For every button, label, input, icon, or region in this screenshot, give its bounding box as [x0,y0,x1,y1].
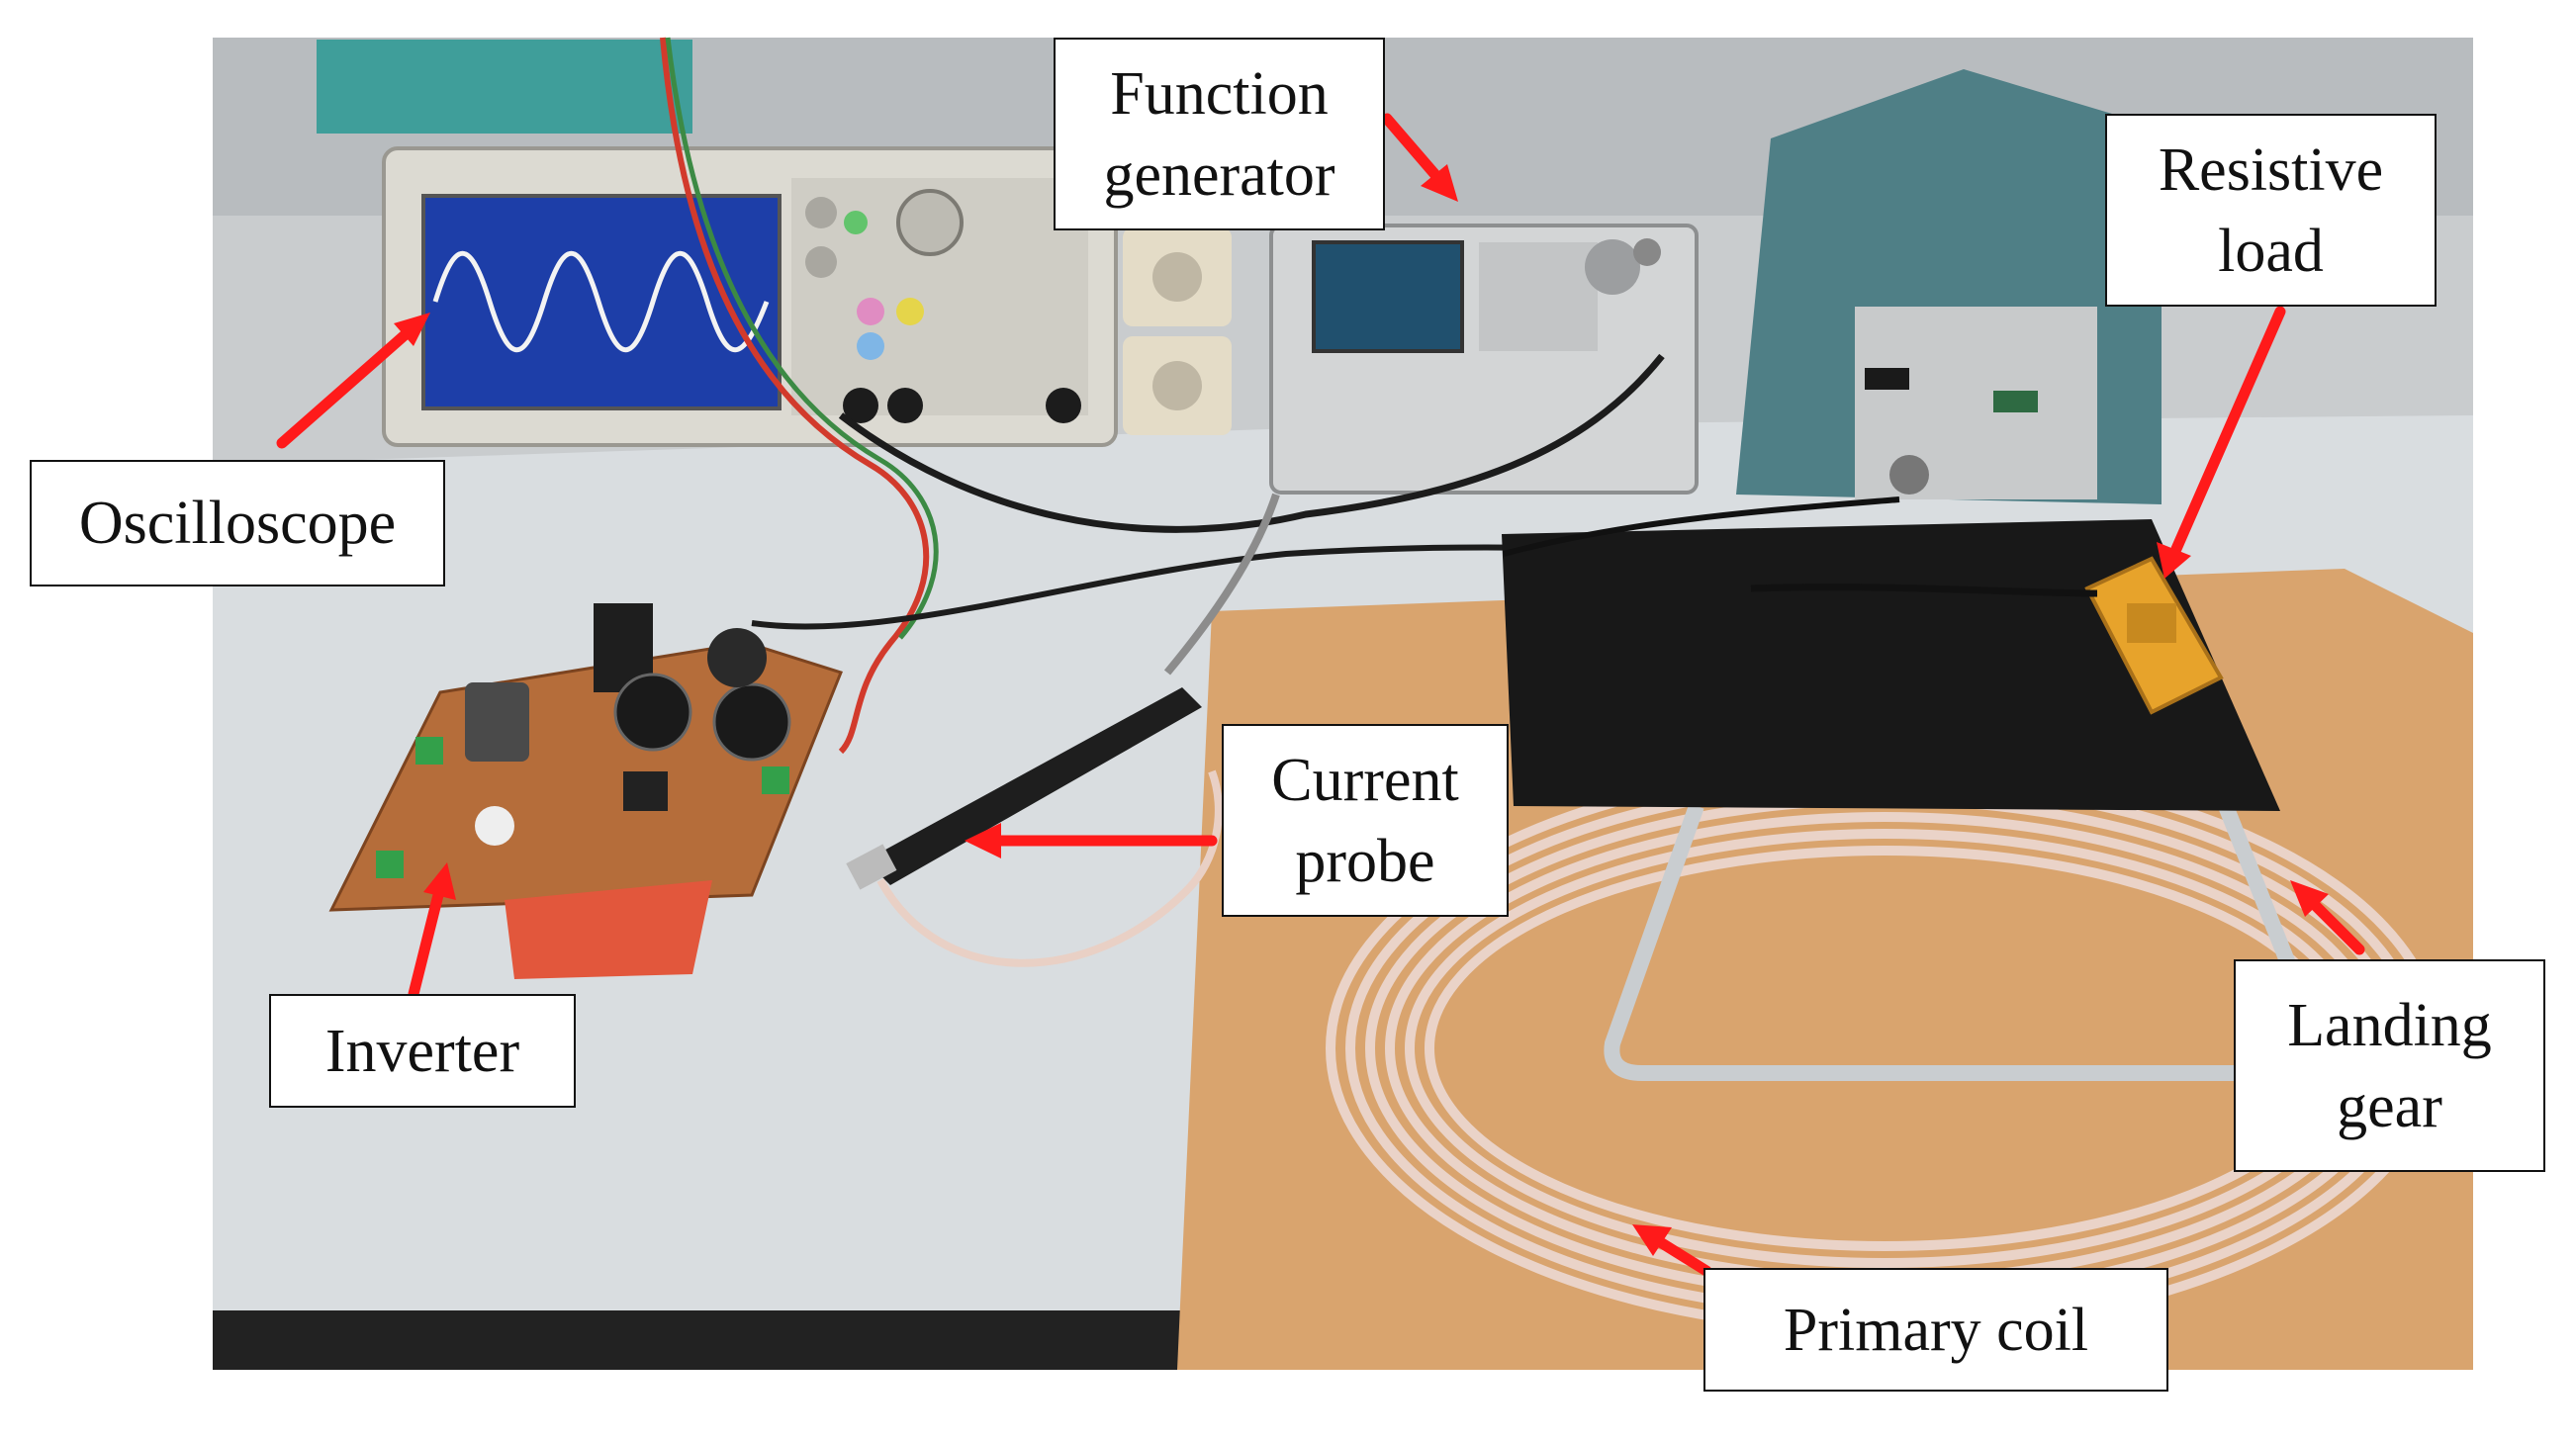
arrow-function-generator-head [1421,164,1458,202]
arrow-function-generator [1381,113,1442,182]
label-inverter: Inverter [269,994,576,1108]
label-resistive-load-line1: Resistive [2158,135,2384,204]
arrow-primary-coil-head [1632,1224,1672,1256]
label-function-generator: Function generator [1054,38,1385,230]
inverter-board [328,603,843,979]
function-generator-device [1269,224,1699,495]
resistive-load-device [2084,556,2224,715]
arrow-landing-gear [2309,899,2365,955]
chassis-display [1865,368,1909,390]
annotation-arrows [276,113,2365,1277]
label-function-generator-line1: Function [1110,59,1329,128]
arrow-resistive-load [2170,306,2286,555]
scope-trace [432,251,770,352]
label-oscilloscope-text: Oscilloscope [78,490,397,557]
current-probe-device [846,687,1202,890]
label-primary-coil-text: Primary coil [1783,1296,2089,1364]
arrow-primary-coil [1656,1237,1712,1277]
scope-knob [896,189,964,256]
arrow-inverter-head [423,862,456,900]
label-current-probe-line1: Current [1271,746,1459,814]
load-cable-to-chassis [1503,496,1900,557]
cable-grey [1163,493,1280,676]
oscilloscope-device [382,146,1118,447]
cable-green [665,37,939,640]
arrow-oscilloscope [276,328,412,449]
arrow-resistive-load-head [2157,542,2191,579]
load-wires [1750,584,2098,597]
label-landing-gear-line2: gear [2337,1072,2442,1140]
arrow-inverter [408,889,444,1000]
probe-wire [876,769,1223,967]
arrow-current-probe-head [965,823,1001,858]
label-current-probe: Current probe [1222,724,1509,917]
label-landing-gear-line1: Landing [2287,991,2492,1059]
label-landing-gear: Landing gear [2234,959,2545,1172]
board-mask-inner [1439,860,2330,1236]
cable-red [660,37,930,755]
label-function-generator-line2: generator [1103,140,1335,209]
label-inverter-text: Inverter [324,1017,520,1085]
chassis-unit [1736,69,2162,504]
cable-black-1 [838,353,1665,533]
label-current-probe-line2: probe [1295,827,1435,895]
label-resistive-load-line2: load [2218,217,2324,285]
arrow-oscilloscope-head [394,313,430,346]
label-oscilloscope: Oscilloscope [30,460,445,586]
bench-edge [213,1310,1182,1370]
label-primary-coil: Primary coil [1703,1268,2168,1392]
arrow-landing-gear-head [2290,880,2329,917]
back-shelf [317,40,692,134]
generator-bnc [1633,238,1661,266]
label-resistive-load: Resistive load [2105,114,2437,307]
